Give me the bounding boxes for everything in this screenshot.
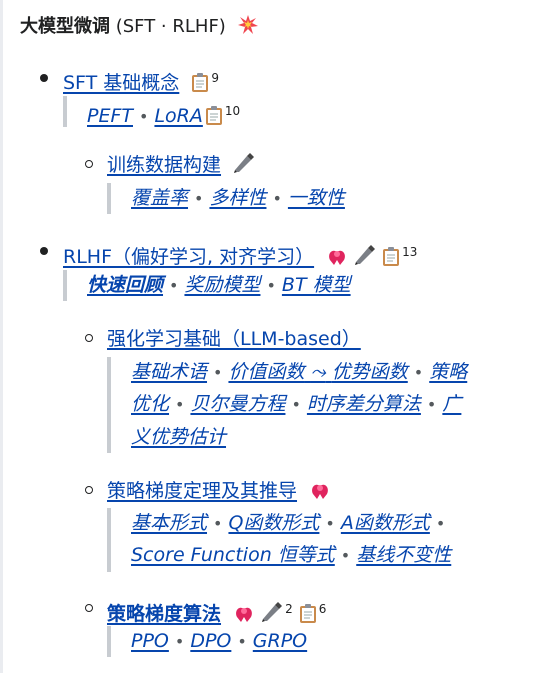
list-bullet — [40, 247, 48, 255]
link-grpo[interactable]: GRPO — [252, 630, 308, 652]
title-subtitle: (SFT · RLHF) — [115, 16, 226, 37]
link-policy[interactable]: 策略 — [429, 361, 468, 383]
list-item-data: 训练数据构建 — [107, 152, 255, 178]
link-td[interactable]: 时序差分算法 — [306, 393, 421, 415]
separator: • — [213, 514, 223, 533]
link-rlhf[interactable]: RLHF（偏好学习, 对齐学习） — [63, 246, 315, 268]
list-bullet — [85, 604, 93, 612]
ref-count: 9 — [211, 71, 219, 85]
pen-count: 2 — [285, 602, 293, 616]
pen-icon[interactable] — [354, 244, 376, 266]
sublist-rl-basics: 基础术语 • 价值函数 ⤳ 优势函数 • 策略 优化 • 贝尔曼方程 • 时序差分算法 • 广 义优… — [107, 357, 467, 453]
list-bullet — [85, 160, 93, 168]
link-sft-basics[interactable]: SFT 基础概念 — [63, 72, 180, 94]
pen-icon[interactable] — [261, 601, 283, 623]
separator: • — [325, 514, 335, 533]
link-training-data[interactable]: 训练数据构建 — [107, 154, 222, 176]
separator: • — [266, 276, 276, 295]
clipboard-icon[interactable] — [191, 72, 209, 92]
link-reward-model[interactable]: 奖励模型 — [184, 274, 261, 296]
link-dpo[interactable]: DPO — [190, 630, 232, 652]
link-value-function[interactable]: 价值函数 ⤳ 优势函数 — [228, 361, 407, 383]
advantage-function-text: 优势函数 — [331, 361, 408, 383]
ref-count: 6 — [318, 602, 327, 616]
ref-count: 10 — [224, 104, 241, 118]
sublist-sft: PEFT • LoRA 10 — [63, 96, 240, 127]
link-bt-model[interactable]: BT 模型 — [281, 274, 351, 296]
pen-icon[interactable] — [233, 152, 255, 174]
link-basic-form[interactable]: 基本形式 — [131, 512, 208, 534]
link-bellman[interactable]: 贝尔曼方程 — [190, 393, 286, 415]
list-item-sft: SFT 基础概念 9 — [63, 65, 219, 96]
link-quick-review[interactable]: 快速回顾 — [87, 274, 164, 296]
list-item-pg-theorem: 策略梯度定理及其推导 — [107, 478, 331, 504]
separator: • — [426, 395, 437, 414]
link-gae[interactable]: 广 — [442, 393, 462, 415]
sublist-data: 覆盖率 • 多样性 • 一致性 — [107, 183, 345, 214]
link-consistency[interactable]: 一致性 — [287, 187, 345, 209]
list-item-pg-algos: 策略梯度算法 2 6 — [107, 596, 326, 627]
link-q-form[interactable]: Q函数形式 — [228, 512, 320, 534]
list-bullet — [85, 334, 93, 342]
separator: • — [237, 632, 247, 651]
link-optimization[interactable]: 优化 — [131, 393, 170, 415]
list-bullet — [40, 74, 48, 82]
link-pg-theorem[interactable]: 策略梯度定理及其推导 — [107, 480, 298, 502]
link-diversity[interactable]: 多样性 — [209, 187, 267, 209]
page-title: 大模型微调 (SFT · RLHF) — [20, 14, 258, 40]
ribbon-icon[interactable] — [309, 480, 331, 500]
separator: • — [413, 363, 424, 382]
link-rl-basics[interactable]: 强化学习基础（LLM-based） — [107, 328, 361, 350]
link-pg-algorithms[interactable]: 策略梯度算法 — [107, 603, 222, 625]
clipboard-icon[interactable] — [299, 603, 317, 623]
separator: • — [340, 546, 351, 565]
separator: • — [194, 189, 204, 208]
link-a-form[interactable]: A函数形式 — [340, 512, 430, 534]
link-coverage[interactable]: 覆盖率 — [131, 187, 189, 209]
separator: • — [175, 395, 185, 414]
ribbon-icon[interactable] — [233, 603, 255, 623]
ref-count: 13 — [402, 245, 418, 259]
title-text: 大模型微调 — [20, 16, 110, 37]
separator: • — [169, 276, 179, 295]
list-bullet — [85, 486, 93, 494]
list-item-rl-basics: 强化学习基础（LLM-based） — [107, 326, 361, 352]
separator: • — [139, 107, 149, 126]
squiggle-arrow: ⤳ — [310, 361, 326, 383]
separator: • — [435, 514, 446, 533]
link-baseline[interactable]: 基线不变性 — [356, 544, 452, 566]
link-score-function[interactable]: Score Function 恒等式 — [131, 544, 335, 566]
link-ppo[interactable]: PPO — [131, 630, 169, 652]
sublist-pg-theorem: 基本形式 • Q函数形式 • A函数形式 • Score Function 恒等式 • 基线不… — [107, 508, 451, 572]
link-terms[interactable]: 基础术语 — [131, 361, 208, 383]
clipboard-icon[interactable] — [382, 246, 400, 266]
left-border — [0, 0, 3, 673]
value-function-text: 价值函数 — [228, 361, 305, 383]
separator: • — [272, 189, 282, 208]
collision-icon — [237, 15, 258, 34]
clipboard-icon[interactable] — [205, 105, 223, 125]
separator: • — [291, 395, 301, 414]
link-peft[interactable]: PEFT — [87, 105, 133, 127]
list-item-rlhf: RLHF（偏好学习, 对齐学习） 13 — [63, 239, 417, 270]
sublist-rlhf: 快速回顾 • 奖励模型 • BT 模型 — [63, 270, 351, 301]
separator: • — [174, 632, 185, 651]
ribbon-icon[interactable] — [326, 246, 348, 266]
link-lora[interactable]: LoRA — [154, 105, 203, 127]
link-gae-cont[interactable]: 义优势估计 — [131, 426, 227, 448]
separator: • — [213, 363, 223, 382]
sublist-pg-algos: PPO • DPO • GRPO — [107, 626, 307, 657]
